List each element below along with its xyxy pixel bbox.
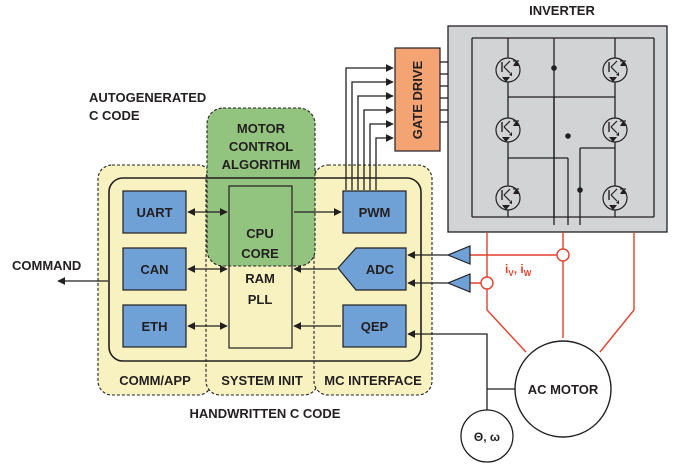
core-label: CORE [241, 246, 279, 261]
comm-app-label: COMM/APP [119, 373, 191, 388]
pwm-gate-wires [345, 64, 394, 190]
autogenerated-label-2: C CODE [89, 108, 140, 123]
mc-interface-label: MC INTERFACE [324, 373, 422, 388]
cpu-core-box [228, 185, 293, 349]
can-block [122, 247, 187, 291]
eth-block [122, 304, 187, 348]
gate-inverter-wires [440, 61, 448, 123]
adc-label: ADC [366, 262, 395, 277]
pwm-label: PWM [359, 205, 391, 220]
ac-motor-label: AC MOTOR [528, 382, 599, 397]
qep-block [342, 304, 407, 348]
handwritten-label: HANDWRITTEN C CODE [190, 406, 341, 421]
can-label: CAN [140, 262, 168, 277]
pll-label: PLL [248, 292, 273, 307]
motor-control-label-2: CONTROL [229, 139, 293, 154]
position-sensor [460, 409, 514, 463]
pwm-block [342, 190, 407, 234]
qep-label: QEP [361, 319, 389, 334]
system-init-label: SYSTEM INIT [221, 373, 303, 388]
sensor-label: Θ, ω [474, 430, 500, 444]
current-amp-w [446, 273, 471, 293]
uart-block [122, 190, 187, 234]
mcu-outline [108, 177, 422, 362]
uart-label: UART [136, 205, 172, 220]
ram-label: RAM [245, 271, 275, 286]
motor-control-region [206, 107, 316, 267]
cpu-label: CPU [246, 226, 273, 241]
gate-drive-label: GATE DRIVE [410, 60, 425, 139]
phase-wires [470, 232, 635, 353]
current-amp-v [446, 245, 471, 265]
motor-control-label-3: ALGORITHM [222, 157, 301, 172]
adc-block [337, 247, 407, 291]
autogenerated-label-1: AUTOGENERATED [89, 90, 206, 105]
gate-drive-block [394, 47, 441, 152]
command-label: COMMAND [12, 258, 81, 273]
inverter-bridge [471, 37, 655, 225]
currents-label: iV, iW [505, 262, 532, 278]
inverter-box [447, 25, 668, 233]
eth-label: ETH [142, 319, 168, 334]
motor-control-label-1: MOTOR [237, 121, 286, 136]
inverter-title: INVERTER [529, 3, 595, 18]
